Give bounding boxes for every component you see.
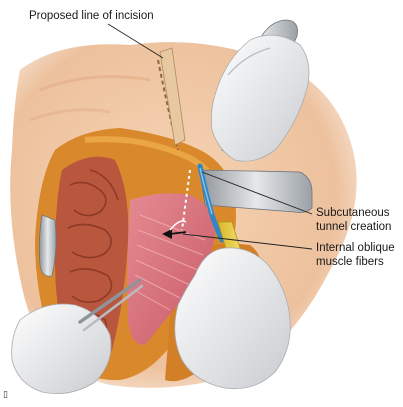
tunnel-path bbox=[181, 169, 191, 231]
left-retractor-blade bbox=[38, 214, 57, 277]
skin-fold bbox=[29, 108, 111, 122]
oblique-label-line1: Internal oblique bbox=[316, 242, 395, 254]
incision-marker-stick bbox=[159, 47, 186, 146]
catheter-highlight bbox=[199, 167, 213, 215]
incision-label: Proposed line of incision bbox=[29, 10, 154, 22]
oblique-leader-line bbox=[182, 233, 313, 250]
incision-leader-line bbox=[107, 23, 164, 59]
tunnel-label-line2: tunnel creation bbox=[316, 221, 392, 233]
corner-mark: ▯ bbox=[3, 390, 8, 400]
tunnel-label-line1: Subcutaneous bbox=[316, 207, 390, 219]
proposed-incision-line bbox=[157, 59, 179, 151]
right-gloved-hand bbox=[174, 247, 291, 390]
right-retractor-blade bbox=[199, 169, 313, 213]
internal-oblique-muscle bbox=[127, 193, 215, 345]
arrow-curve bbox=[169, 220, 187, 231]
left-gloved-hand bbox=[11, 303, 112, 395]
upper-glove-finger bbox=[227, 47, 271, 76]
direction-arrow-icon bbox=[162, 229, 187, 239]
skin-fold bbox=[39, 75, 151, 92]
tunnel-leader-line bbox=[201, 171, 313, 215]
oblique-label-line2: muscle fibers bbox=[316, 256, 384, 268]
forceps-icon bbox=[78, 278, 144, 332]
